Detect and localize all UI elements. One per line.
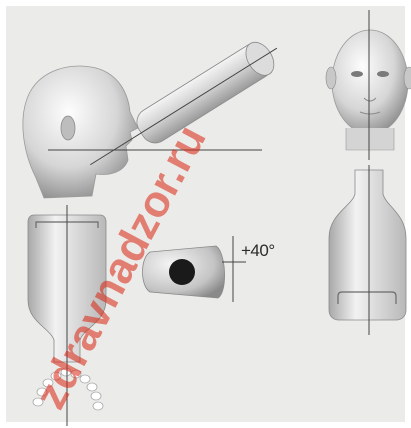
- angle-label: +40°: [241, 241, 275, 261]
- tube-end-icon: [143, 246, 225, 298]
